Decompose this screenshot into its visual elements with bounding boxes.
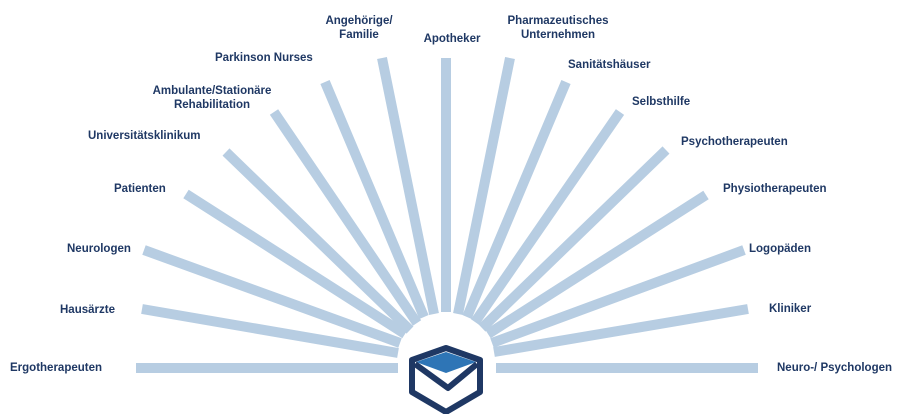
ray-physiotherapeuten (485, 190, 709, 339)
ray-selbsthilfe (470, 109, 625, 325)
label-selbsthilfe: Selbsthilfe (632, 96, 691, 108)
ray-parkinson-nurses (320, 80, 429, 319)
ray-universitaetsklinikum (222, 148, 414, 334)
ray-patienten (183, 189, 408, 339)
label-angehoerige-familie: Angehörige/ Familie (325, 15, 393, 41)
label-kliniker: Kliniker (769, 303, 812, 315)
label-hausaerzte: Hausärzte (60, 304, 115, 316)
ray-pharmazeutisches-unternehmen (453, 57, 515, 315)
ray-angehoerige-familie (377, 57, 439, 315)
label-rehabilitation: Ambulante/Stationäre Rehabilitation (152, 85, 272, 111)
ray-kliniker (493, 304, 749, 357)
label-parkinson-nurses: Parkinson Nurses (215, 52, 313, 64)
ray-hausaerzte (141, 304, 399, 358)
label-apotheker: Apotheker (423, 33, 481, 45)
network-logo-icon (409, 345, 483, 414)
label-logopaeden: Logopäden (749, 243, 811, 255)
label-sanitaetshaeuser: Sanitätshäuser (568, 59, 651, 71)
label-universitaetsklinikum: Universitätsklinikum (88, 130, 201, 142)
ray-logopaeden (490, 245, 746, 348)
ray-ambulante-stationaere-rehabilitation (269, 109, 422, 326)
ray-sanitaetshaeuser (462, 80, 571, 319)
ray-psychotherapeuten (478, 146, 670, 332)
label-patienten: Patienten (114, 183, 166, 195)
label-physiotherapeuten: Physiotherapeuten (723, 183, 827, 195)
label-neurologen: Neurologen (67, 243, 131, 255)
ray-neurologen (142, 245, 402, 348)
label-pharmazeutisches-unternehmen: Pharmazeutisches Unternehmen (507, 15, 609, 41)
label-ergotherapeuten: Ergotherapeuten (10, 362, 103, 374)
label-neuro-psychologen: Neuro-/ Psychologen (777, 362, 893, 374)
label-psychotherapeuten: Psychotherapeuten (681, 136, 788, 148)
